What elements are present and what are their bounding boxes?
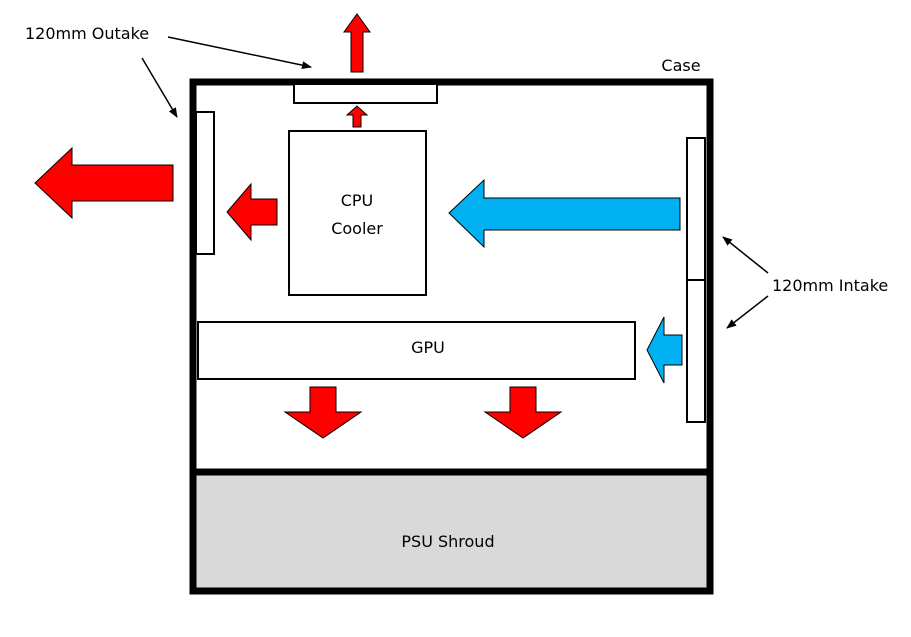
pointer-arrow-icon bbox=[141, 57, 178, 118]
intake-label: 120mm Intake bbox=[772, 276, 888, 295]
front-intake-fan-top bbox=[686, 137, 706, 281]
psu-shroud-label: PSU Shroud bbox=[401, 532, 494, 551]
gpu-label: GPU bbox=[411, 338, 445, 357]
blue-arrow-icon bbox=[646, 316, 683, 384]
red-arrow-icon bbox=[483, 386, 563, 439]
outtake-label: 120mm Outake bbox=[25, 24, 149, 43]
pointer-arrow-icon bbox=[722, 236, 769, 274]
red-arrow-icon bbox=[34, 146, 174, 220]
rear-outtake-fan bbox=[195, 111, 215, 255]
red-arrow-icon bbox=[283, 386, 363, 439]
cpu-cooler-label-line2: Cooler bbox=[331, 219, 383, 238]
red-arrow-icon bbox=[343, 13, 371, 73]
case-label: Case bbox=[661, 56, 700, 75]
pointer-arrow-icon bbox=[726, 295, 769, 329]
cpu-cooler bbox=[288, 130, 427, 296]
cpu-cooler-label-line1: CPU bbox=[341, 191, 374, 210]
gpu bbox=[197, 321, 636, 380]
red-arrow-icon bbox=[345, 105, 369, 128]
psu-shroud bbox=[196, 474, 707, 588]
pointer-arrow-icon bbox=[167, 36, 312, 70]
top-outtake-fan bbox=[293, 83, 438, 104]
front-intake-fan-bottom bbox=[686, 279, 706, 423]
blue-arrow-icon bbox=[448, 178, 681, 249]
red-arrow-icon bbox=[226, 182, 278, 242]
